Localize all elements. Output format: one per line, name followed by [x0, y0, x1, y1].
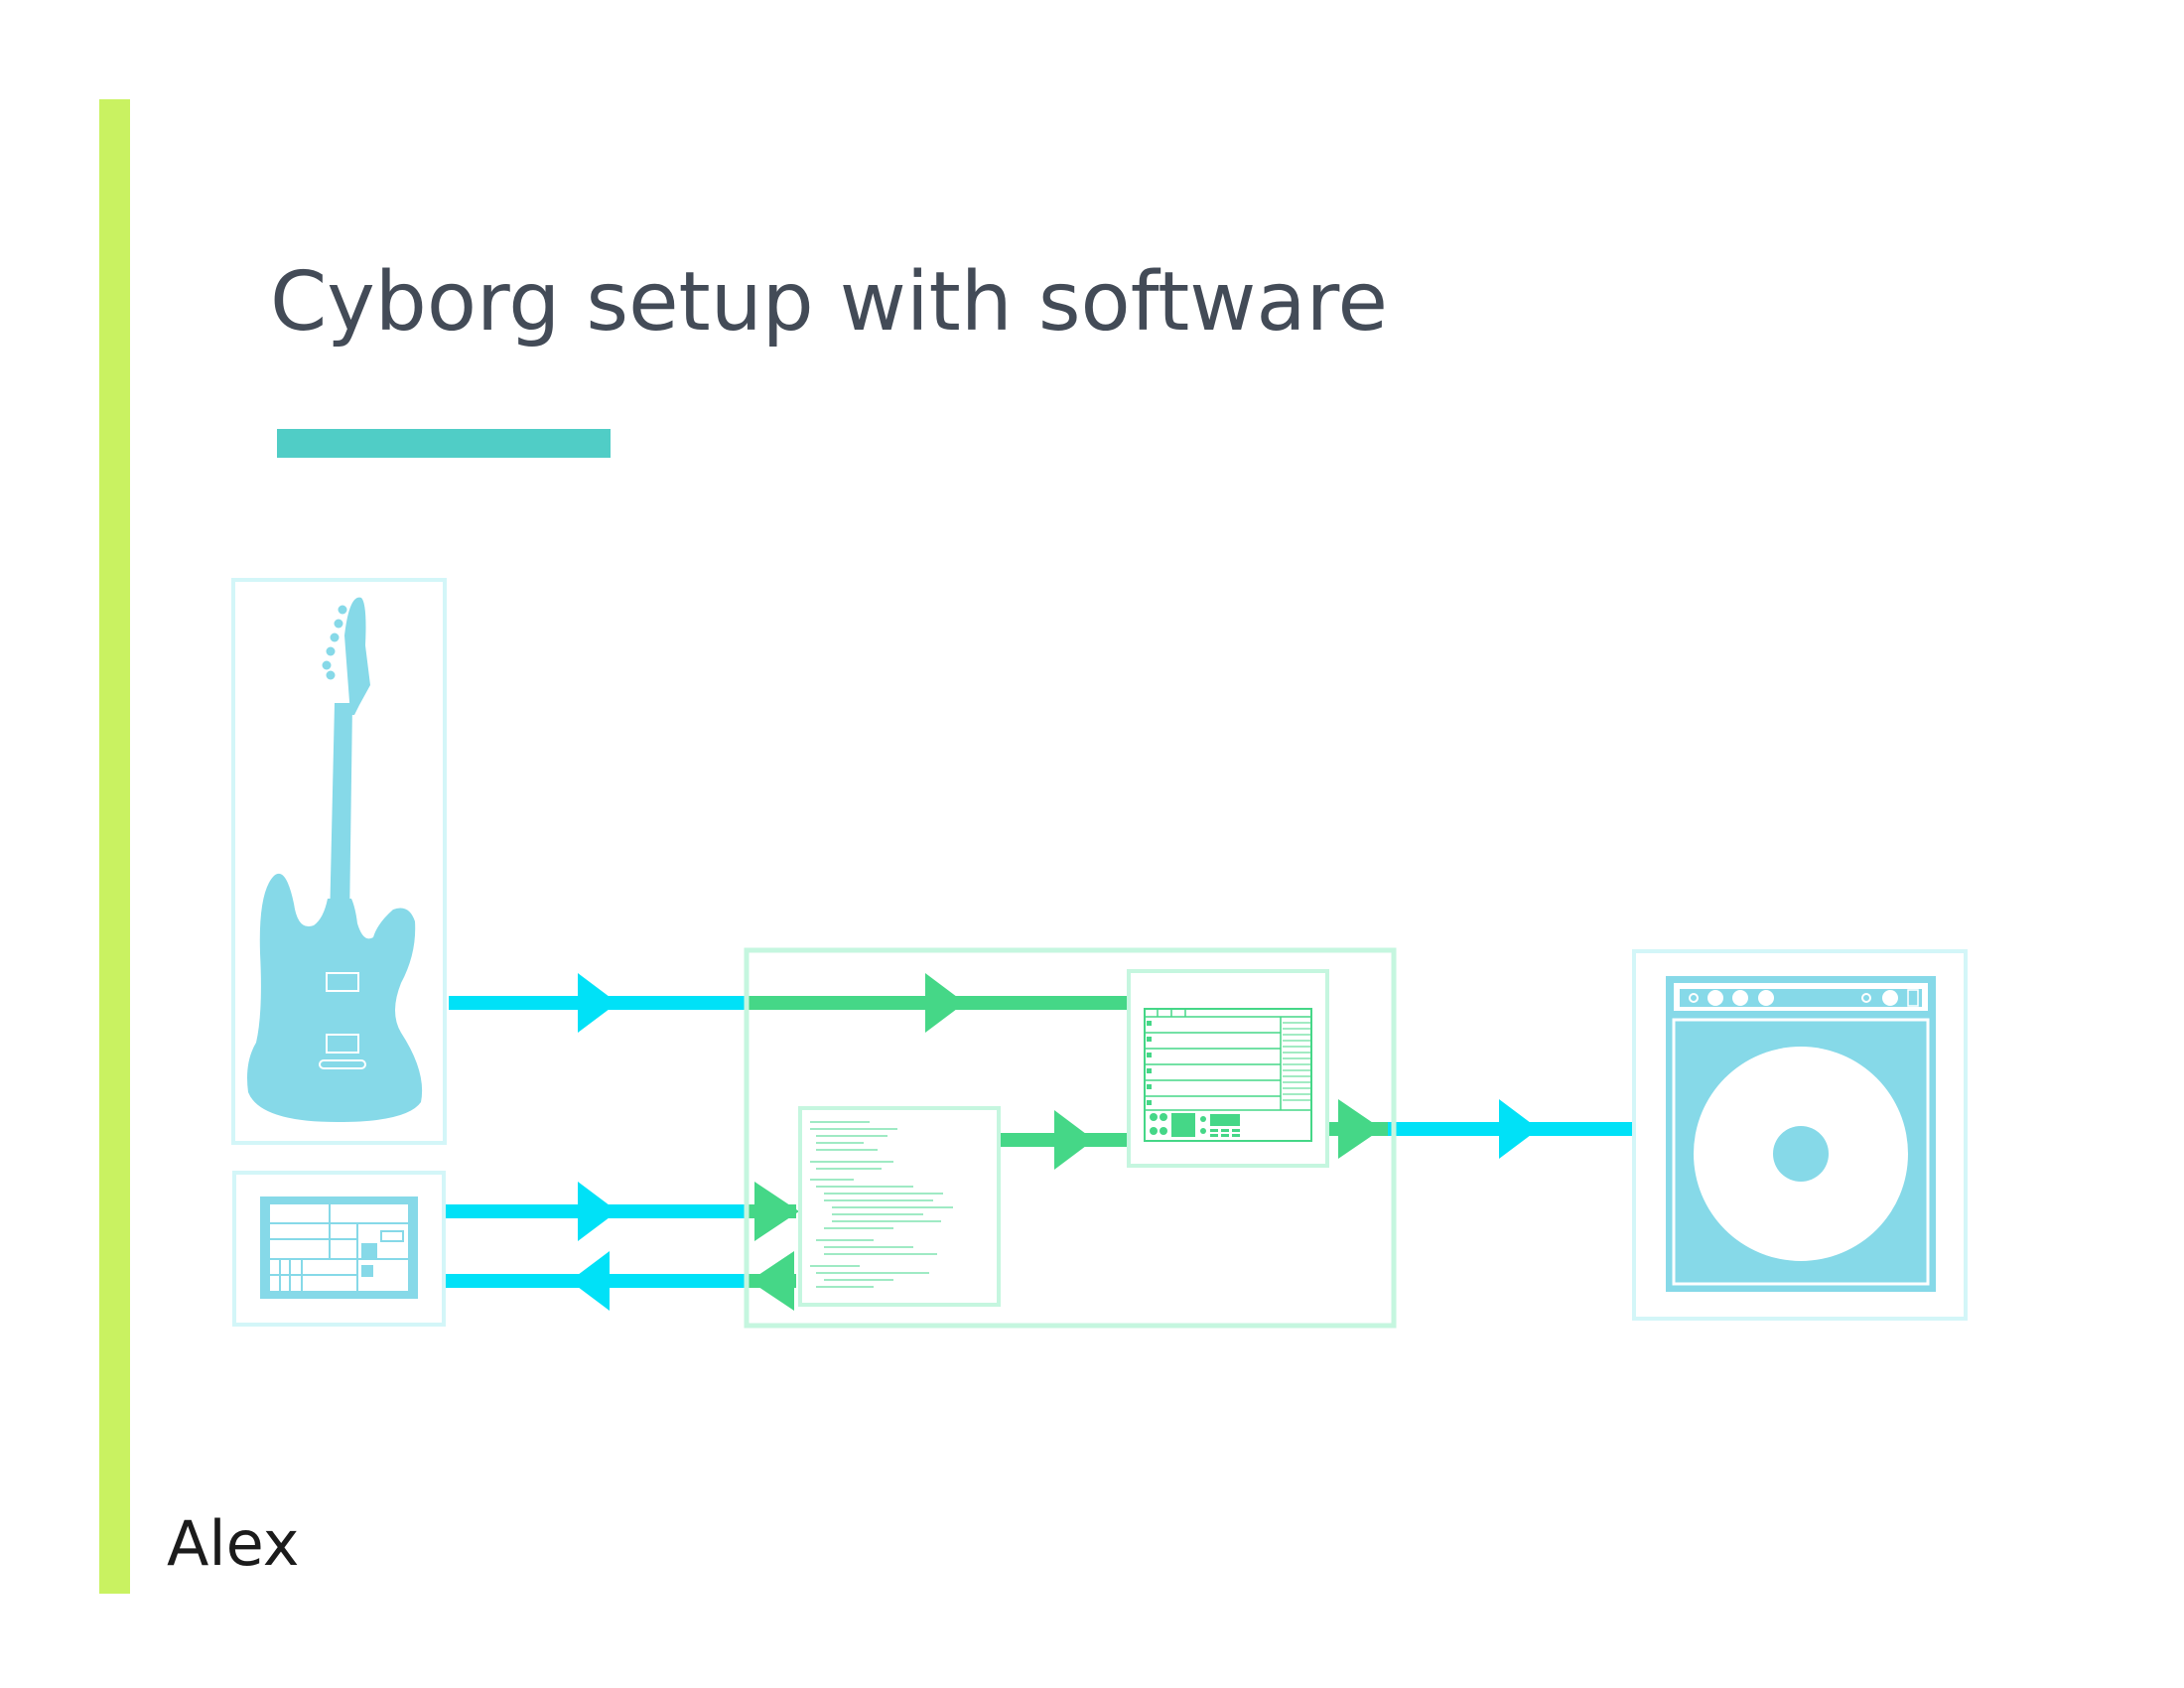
- code-editor-icon: [798, 1106, 1001, 1307]
- device-panel: [1150, 1113, 1240, 1137]
- track-dots: [1147, 1021, 1152, 1105]
- amplifier-node: [1632, 949, 1968, 1321]
- mixer-strip: [1283, 1022, 1311, 1101]
- code-lines: [810, 1121, 953, 1288]
- controller-screen-icon: [260, 1196, 418, 1299]
- edge-controller-to-code-editor: [445, 1182, 799, 1241]
- track-lines: [1145, 1009, 1311, 1111]
- title-underline: [277, 429, 611, 458]
- guitar-node: [231, 578, 447, 1145]
- electric-guitar-icon: [247, 597, 423, 1122]
- author-name: Alex: [167, 1507, 300, 1580]
- amplifier-icon: [1666, 976, 1936, 1292]
- speaker-center: [1773, 1126, 1829, 1182]
- controller-node: [232, 1171, 446, 1327]
- slide-title: Cyborg setup with software: [270, 255, 1388, 350]
- edge-code-editor-to-controller: [445, 1251, 796, 1311]
- audio-app-window-icon: [1127, 969, 1329, 1168]
- edge-guitar-to-audio-app: [449, 973, 1129, 1033]
- accent-bar: [99, 99, 130, 1594]
- edge-code-editor-to-audio-app: [999, 1110, 1129, 1170]
- software-group: [744, 947, 1397, 1329]
- guitar-pickups: [319, 972, 366, 1069]
- edge-audio-app-to-amplifier: [1328, 1099, 1634, 1159]
